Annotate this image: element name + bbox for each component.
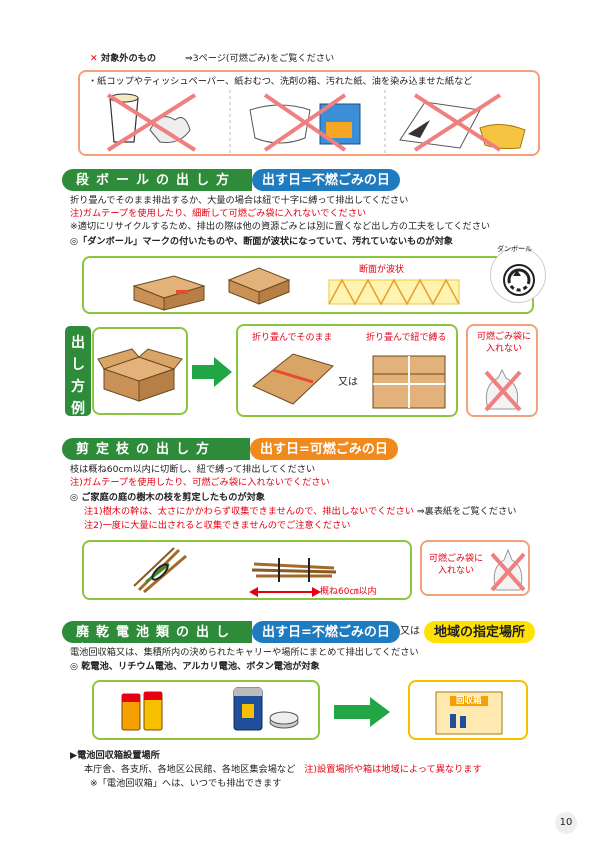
batteries-line1: 電池回収箱又は、集積所内の決められたキャリーや場所にまとめて排出してください: [70, 647, 419, 658]
no-bag-label-branches: 可燃ごみ袋に 入れない: [428, 554, 483, 576]
example-side-tab: 出 し 方 例: [65, 326, 91, 417]
branches-line2: 注)ガムテープを使用したり、可燃ごみ袋に入れないでください: [70, 477, 330, 488]
example-box-open: [92, 327, 188, 415]
sites-line: 本庁舎、各支所、各地区公民館、各地区集会場など 注)設置場所や箱は地域によって異…: [84, 764, 482, 776]
batteries-or: 又は: [400, 626, 420, 637]
branches-title: 剪定枝の出し方: [62, 438, 250, 460]
batteries-day: 出す日=不燃ごみの日: [252, 621, 400, 643]
page-number: 10: [555, 812, 577, 834]
excluded-items: ・紙コップやティッシュペーパー、紙おむつ、洗剤の箱、汚れた紙、油を染み込ませた紙…: [88, 76, 473, 87]
battery-icon: [121, 691, 163, 731]
garbage-bag-icon-2: [490, 548, 526, 592]
arrow-right-icon-2: [334, 697, 390, 727]
cardboard-line4: ◎「ダンボール」マークの付いたものや、断面が波状になっていて、汚れていないものが…: [70, 236, 453, 247]
branches-line3: ◎ ご家庭の庭の樹木の枝を剪定したものが対象: [70, 492, 265, 503]
branches-line4: 注1)樹木の幹は、太さにかかわらず収集できませんので、排出しないでください: [84, 506, 414, 517]
collection-box-icon: [435, 691, 503, 735]
excluded-box: ・紙コップやティッシュペーパー、紙おむつ、洗剤の箱、汚れた紙、油を染み込ませた紙…: [78, 70, 540, 156]
arrow-right-icon: [192, 357, 232, 387]
open-cardboard-icon: [97, 348, 183, 402]
batteries-examples-box: [92, 680, 320, 740]
cardboard-line2: 注)ガムテープを使用したり、細断して可燃ごみ袋に入れないでください: [70, 208, 367, 219]
cardboard-day: 出す日=不燃ごみの日: [252, 169, 400, 191]
garbage-bag-icon: [484, 368, 522, 412]
batteries-title: 廃乾電池類の出し方: [62, 621, 252, 658]
no-bag-box-branches: 可燃ごみ袋に 入れない: [420, 540, 530, 596]
excluded-ref: ⇒3ページ(可燃ごみ)をご覧ください: [185, 53, 335, 64]
cardboard-title: 段ボールの出し方: [62, 169, 252, 191]
batteries-place: 地域の指定場所: [424, 621, 536, 643]
excluded-illustrations: [106, 90, 526, 154]
batteries-illustrations: [121, 687, 299, 731]
cardboard-mark-label: ダンボール: [497, 245, 532, 253]
no-bag-label: 可燃ごみ袋に 入れない: [476, 332, 531, 354]
cardboard-line1: 折り畳んでそのまま排出するか、大量の場合は紐で十字に縛って排出してください: [70, 195, 409, 206]
cardboard-examples-box: 断面が波状: [82, 256, 534, 314]
excluded-heading: ✕ 対象外のもの: [90, 53, 157, 64]
wave-label: 断面が波状: [359, 265, 405, 275]
folded-cardboard-illustrations: [252, 353, 446, 409]
recycle-mark-icon: [503, 264, 535, 296]
tie-label: 折り畳んで紐で縛る: [366, 333, 447, 343]
branches-illustrations: [133, 547, 337, 597]
branch-bundle-tied-icon: [251, 558, 337, 582]
or-label: 又は: [338, 377, 358, 388]
length-label: 概ね60㎝以内: [320, 587, 377, 597]
fold-label: 折り畳んでそのまま: [252, 333, 333, 343]
branches-examples-box: 概ね60㎝以内: [82, 540, 412, 600]
branches-line5: 注2)一度に大量に出されると収集できませんのでご注意ください: [84, 520, 351, 531]
anytime-note: ※「電池回収箱」へは、いつでも排出できます: [90, 778, 282, 789]
cardboard-illustrations: [132, 267, 460, 311]
large-battery-icon: [233, 687, 263, 731]
sites-list: 本庁舎、各支所、各地区公民館、各地区集会場など: [84, 764, 296, 775]
branches-line1: 枝は概ね60cm以内に切断し、紐で縛って排出してください: [70, 464, 316, 475]
no-bag-box-cardboard: 可燃ごみ袋に 入れない: [466, 324, 538, 417]
button-battery-icon: [269, 711, 299, 729]
batteries-line2: ◎ 乾電池、リチウム電池、アルカリ電池、ボタン電池が対象: [70, 661, 320, 672]
sites-heading: ▶電池回収箱設置場所: [70, 750, 160, 761]
branches-line4-wrap: 注1)樹木の幹は、太さにかかわらず収集できませんので、排出しないでください ⇒裏…: [84, 506, 516, 518]
example-box-folded: 折り畳んでそのまま 折り畳んで紐で縛る 又は: [236, 324, 458, 417]
paper-cup-icon: [109, 93, 191, 143]
sites-note: 注)設置場所や箱は地域によって異なります: [304, 764, 482, 775]
branches-day: 出す日=可燃ごみの日: [250, 438, 398, 460]
cardboard-mark: ダンボール: [490, 245, 546, 303]
branch-bundle-icon: [133, 547, 187, 594]
x-mark-icon: ✕: [90, 53, 98, 64]
branches-line4b: ⇒裏表紙をご覧ください: [416, 506, 517, 517]
flat-box-icon: [227, 267, 291, 305]
open-box-icon: [132, 275, 206, 311]
cardboard-line3: ※適切にリサイクルするため、排出の際は他の資源ごみとは別に置くなど出し方の工夫を…: [70, 221, 491, 232]
collection-box-label: 回収箱: [456, 696, 482, 706]
collection-box-panel: 回収箱: [408, 680, 528, 740]
